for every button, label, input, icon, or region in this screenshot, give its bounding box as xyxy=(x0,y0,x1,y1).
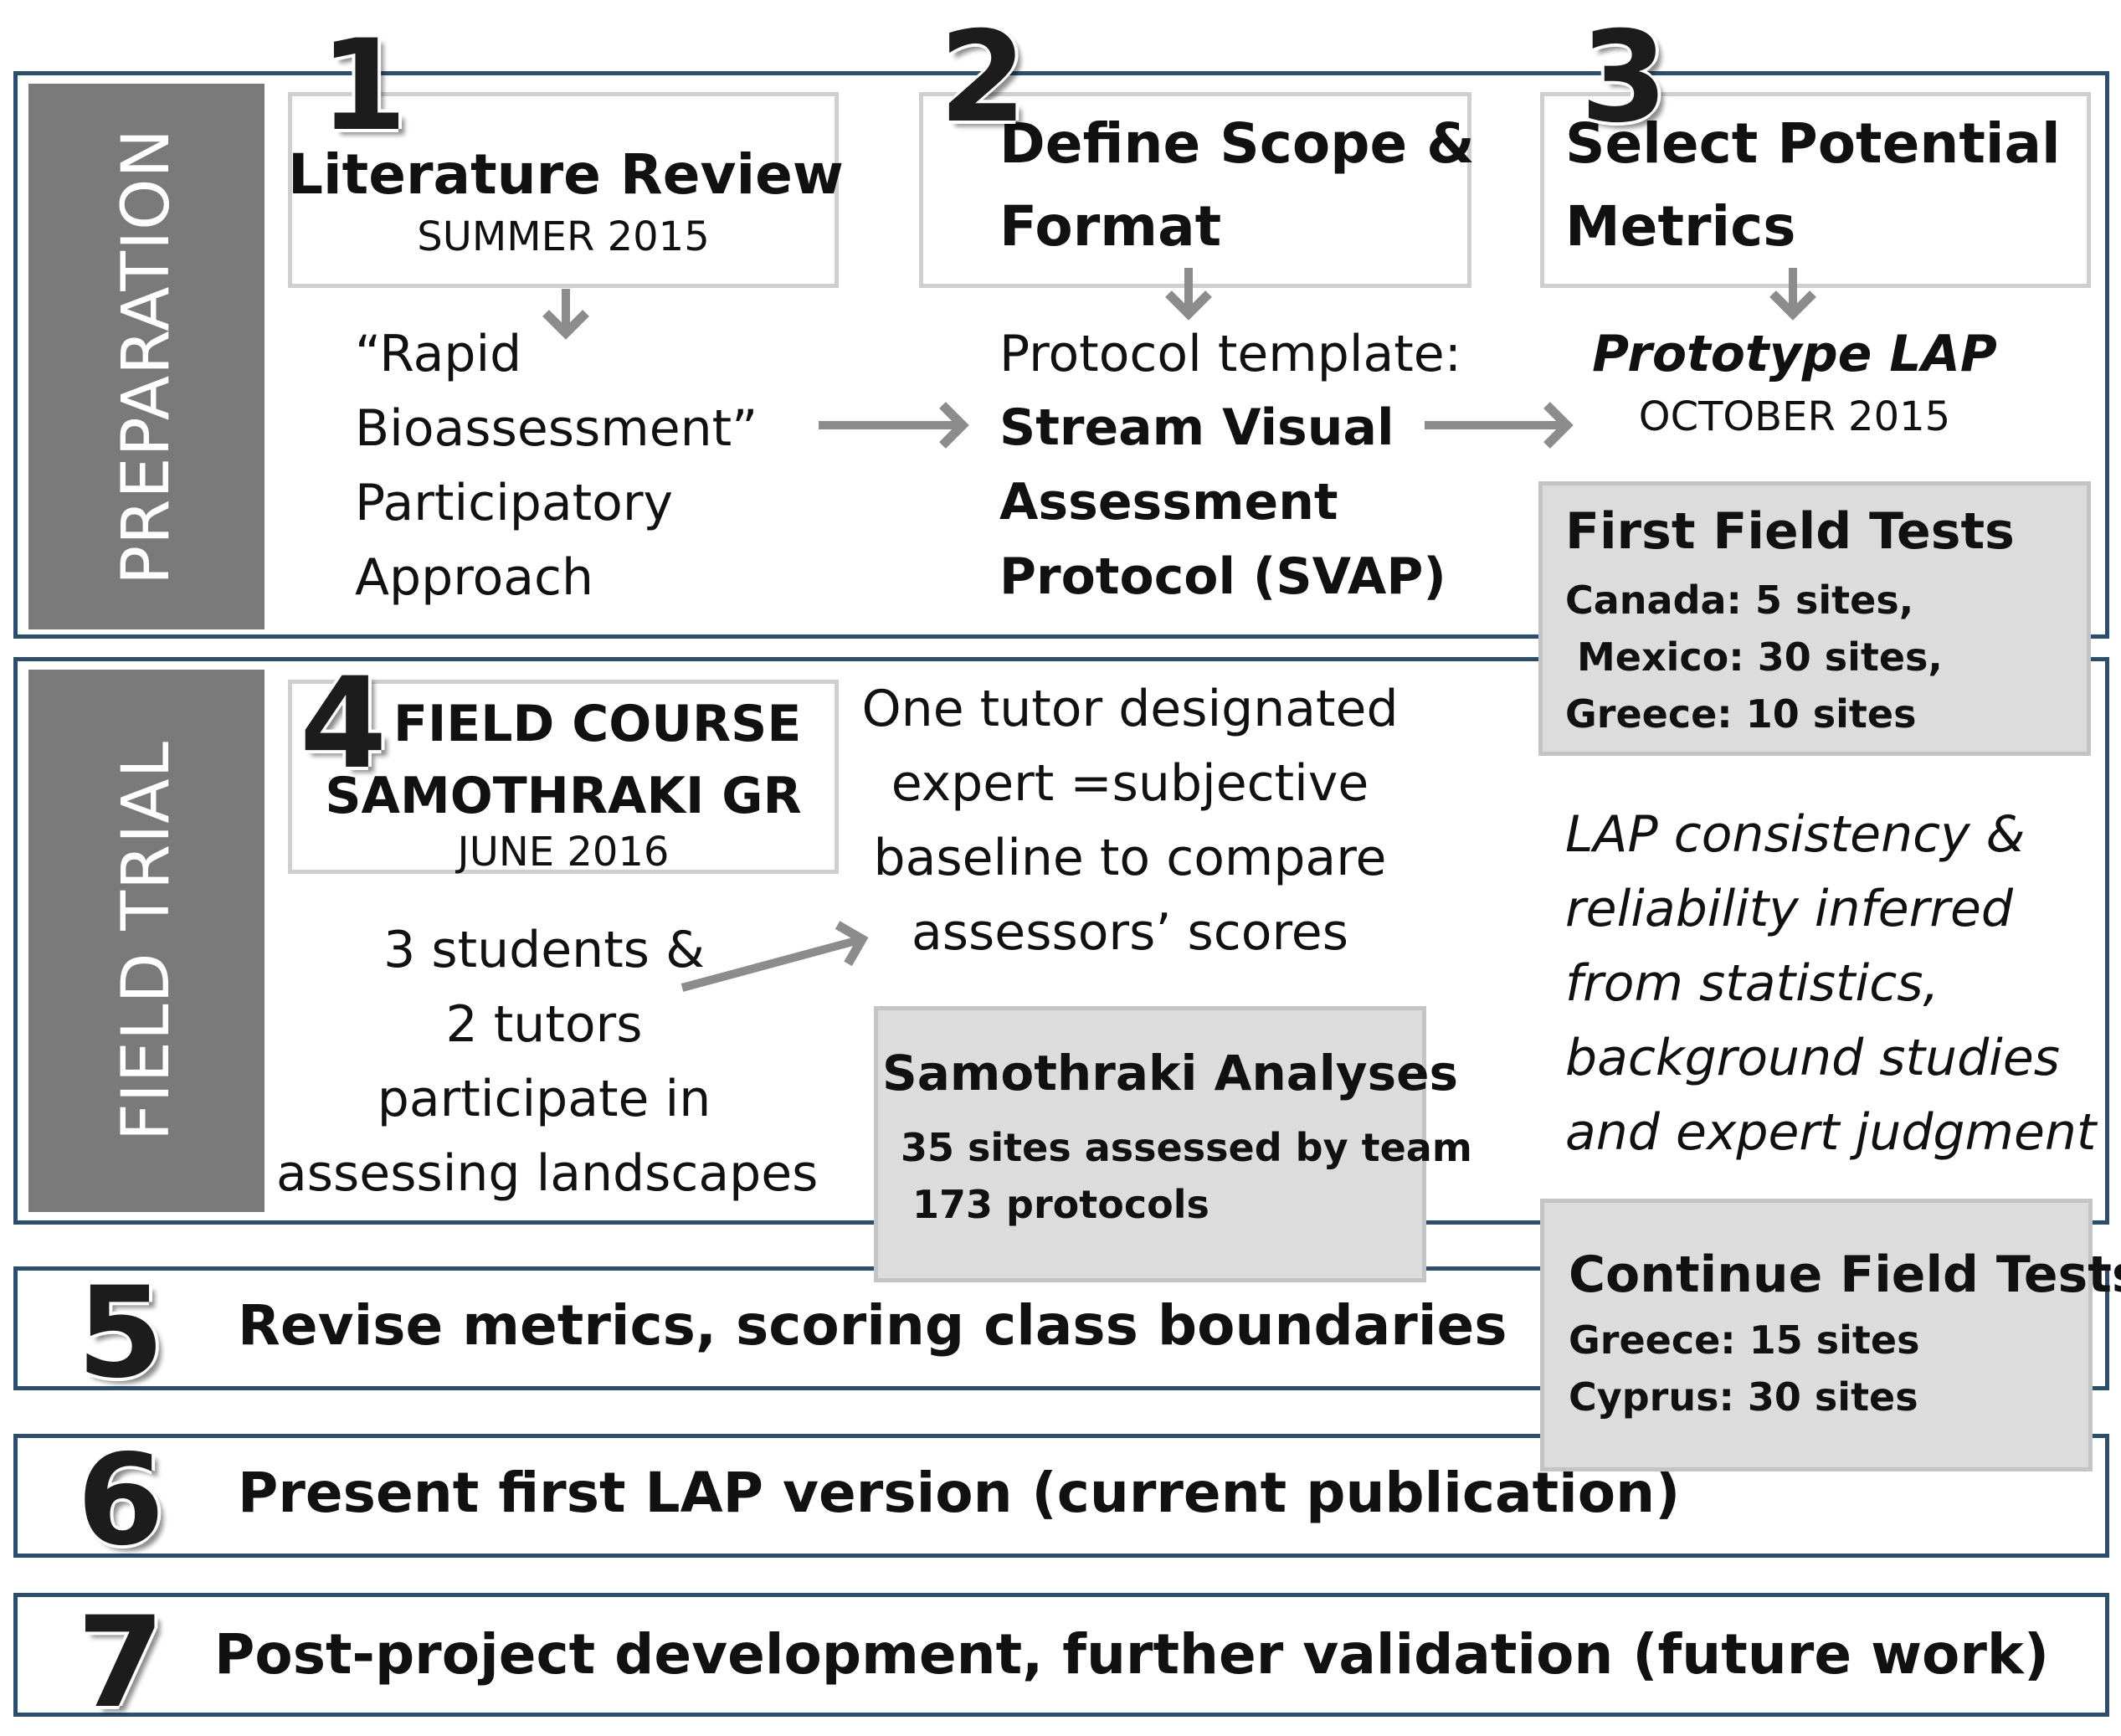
first-field-tests-line-1: Canada: 5 sites, xyxy=(1565,578,1914,623)
select-metrics-title-1: Select Potential xyxy=(1565,111,2061,176)
participants-line-3: participate in xyxy=(377,1070,711,1128)
tutor-text-line-2: expert =subjective xyxy=(891,754,1369,813)
field-course-title-2: SAMOTHRAKI GR xyxy=(325,767,802,825)
literature-review-title: Literature Review xyxy=(288,142,844,207)
step-7-number: 7 xyxy=(77,1590,165,1736)
define-scope-title-1: Define Scope & xyxy=(999,111,1475,176)
step-7-bar xyxy=(13,1593,2109,1717)
first-field-tests-line-3: Greece: 10 sites xyxy=(1565,691,1917,737)
select-metrics-box xyxy=(1540,92,2091,288)
samothraki-line-2: 173 protocols xyxy=(912,1182,1209,1227)
continue-field-tests-line-1: Greece: 15 sites xyxy=(1569,1317,1920,1363)
samothraki-line-1: 35 sites assessed by team xyxy=(901,1125,1472,1170)
field-course-title-1: FIELD COURSE xyxy=(393,695,802,753)
field-trial-sidebar: FIELD TRIAL xyxy=(28,670,264,1212)
consistency-line-1: LAP consistency & xyxy=(1565,805,2026,864)
continue-field-tests-line-2: Cyprus: 30 sites xyxy=(1569,1374,1918,1420)
consistency-line-4: background studies xyxy=(1565,1029,2061,1087)
tutor-text-line-4: assessors’ scores xyxy=(912,903,1348,962)
continue-field-tests-box xyxy=(1540,1199,2093,1471)
step-1-note-2: Bioassessment” xyxy=(355,399,758,458)
literature-review-date: SUMMER 2015 xyxy=(417,213,710,260)
step-1-note-1: “Rapid xyxy=(355,325,522,383)
first-field-tests-line-2: Mexico: 30 sites, xyxy=(1577,634,1943,680)
protocol-line-2: Assessment xyxy=(999,473,1338,532)
step-2-number: 2 xyxy=(939,5,1027,151)
step-5-number: 5 xyxy=(77,1261,165,1406)
step-3-number: 3 xyxy=(1580,5,1668,151)
define-scope-box xyxy=(919,92,1471,288)
field-course-date: JUNE 2016 xyxy=(457,829,670,876)
preparation-sidebar: PREPARATION xyxy=(28,84,264,629)
first-field-tests-box xyxy=(1538,481,2091,756)
protocol-line-3: Protocol (SVAP) xyxy=(999,547,1446,606)
step-1-note-3: Participatory xyxy=(355,474,674,532)
step-6-number: 6 xyxy=(77,1428,165,1574)
protocol-line-1: Stream Visual xyxy=(999,398,1394,457)
consistency-line-2: reliability inferred xyxy=(1565,880,2013,938)
field-course-box xyxy=(288,680,839,874)
define-scope-title-2: Format xyxy=(999,194,1222,259)
step-6-text: Present first LAP version (current publi… xyxy=(238,1461,1681,1525)
step-1-number: 1 xyxy=(320,13,408,159)
samothraki-analyses-box xyxy=(874,1006,1426,1282)
prototype-lap: Prototype LAP xyxy=(1592,325,1997,383)
continue-field-tests-title: Continue Field Tests xyxy=(1569,1246,2121,1304)
protocol-intro: Protocol template: xyxy=(999,325,1461,383)
step-4-number: 4 xyxy=(300,651,388,797)
tutor-text-line-3: baseline to compare xyxy=(873,829,1387,887)
first-field-tests-title: First Field Tests xyxy=(1565,502,2015,561)
select-metrics-title-2: Metrics xyxy=(1565,194,1796,259)
participants-line-1: 3 students & xyxy=(383,921,705,979)
step-5-text: Revise metrics, scoring class boundaries xyxy=(238,1293,1507,1358)
arrow-participants-to-tutor xyxy=(680,921,869,992)
prototype-date: OCTOBER 2015 xyxy=(1638,393,1951,440)
consistency-line-5: and expert judgment xyxy=(1565,1103,2097,1162)
participants-line-2: 2 tutors xyxy=(445,995,643,1054)
step-1-note-4: Approach xyxy=(355,548,594,607)
tutor-text-line-1: One tutor designated xyxy=(861,680,1399,738)
samothraki-analyses-title: Samothraki Analyses xyxy=(882,1045,1458,1102)
participants-line-4: assessing landscapes xyxy=(276,1144,819,1203)
step-7-text: Post-project development, further valida… xyxy=(214,1622,2049,1687)
literature-review-box xyxy=(288,92,839,288)
consistency-line-3: from statistics, xyxy=(1565,954,1939,1013)
